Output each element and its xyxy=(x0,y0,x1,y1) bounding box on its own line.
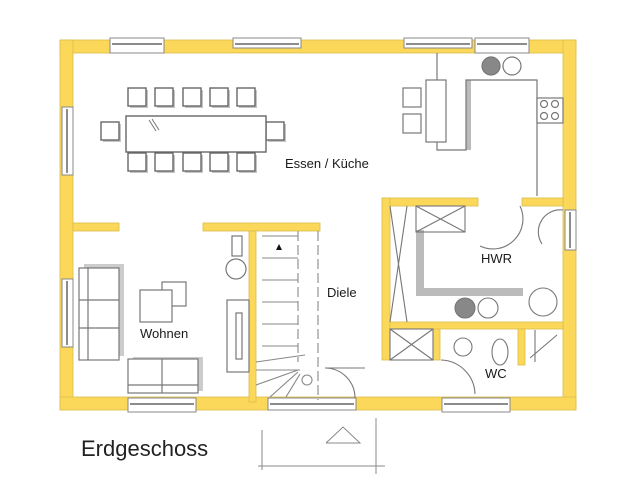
room-label-wohnen: Wohnen xyxy=(140,326,189,341)
room-label-hwr: HWR xyxy=(481,251,513,266)
entrance-symbol xyxy=(258,418,385,474)
kitchen xyxy=(402,53,564,196)
room-label-wc: WC xyxy=(485,366,507,381)
windows xyxy=(61,37,577,413)
living-furniture xyxy=(78,235,250,394)
floor-title: Erdgeschoss xyxy=(81,436,209,461)
room-label-essen-kueche: Essen / Küche xyxy=(285,156,369,171)
interior-walls xyxy=(72,197,564,403)
staircase xyxy=(255,231,319,400)
utility-fixtures xyxy=(324,205,564,399)
dining-table xyxy=(100,87,287,174)
room-label-diele: Diele xyxy=(327,285,357,300)
